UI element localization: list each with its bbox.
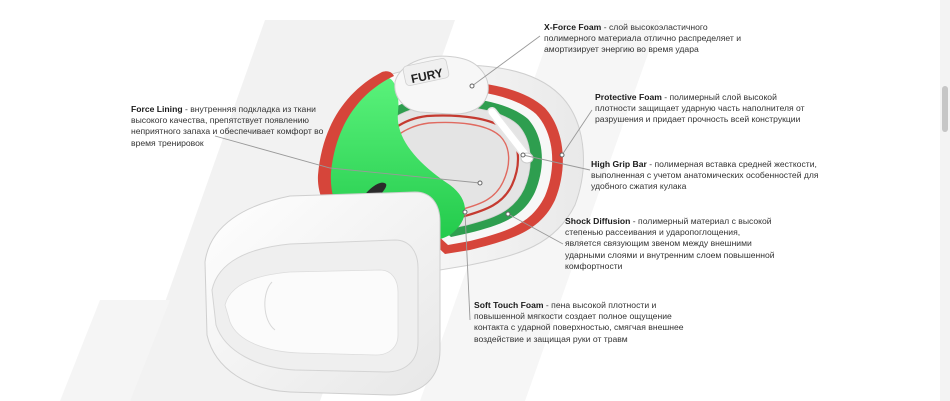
leader-highgrip	[522, 154, 591, 171]
callout-text: - полимерный материал с высокой степенью…	[565, 216, 775, 271]
lining-red-edge	[317, 71, 394, 222]
callout-force-lining: Force Lining - внутренняя подкладка из т…	[131, 104, 326, 149]
scrollbar-thumb[interactable]	[942, 86, 948, 132]
callout-text: - слой высокоэластичного полимерного мат…	[544, 22, 742, 55]
gray-inner-foam	[364, 105, 531, 229]
top-strap: FURY	[394, 55, 489, 115]
callout-shock-diffusion: Shock Diffusion - полимерный материал с …	[565, 216, 775, 272]
callout-text: - внутренняя подкладка из ткани высокого…	[131, 104, 324, 148]
callout-title: Force Lining	[131, 104, 183, 114]
callout-title: High Grip Bar	[591, 159, 647, 169]
callout-title: Shock Diffusion	[565, 216, 631, 226]
page-scrollbar[interactable]	[940, 0, 950, 401]
callout-protective-foam: Protective Foam - полимерный слой высоко…	[595, 92, 820, 126]
callout-title: Soft Touch Foam	[474, 300, 544, 310]
callout-soft-touch-foam: Soft Touch Foam - пена высокой плотности…	[474, 300, 706, 345]
callout-text: - полимерный слой высокой плотности защи…	[595, 92, 805, 125]
callout-high-grip-bar: High Grip Bar - полимерная вставка средн…	[591, 159, 826, 193]
callout-title: Protective Foam	[595, 92, 662, 102]
callout-text: - пена высокой плотности и повышенной мя…	[474, 300, 684, 344]
leader-softtouch	[464, 211, 471, 321]
brand-logo: FURY	[410, 66, 444, 86]
leader-shock	[507, 213, 564, 245]
leader-protective	[561, 109, 593, 156]
callout-title: X-Force Foam	[544, 22, 602, 32]
leader-forcelining	[214, 135, 481, 184]
glove-cuff	[204, 191, 441, 396]
callout-text: - полимерная вставка средней жесткости, …	[591, 159, 819, 192]
callout-xforce-foam: X-Force Foam - слой высокоэластичного по…	[544, 22, 749, 56]
high-grip-bar	[487, 107, 534, 164]
leader-lines	[214, 35, 593, 321]
leader-xforce	[471, 35, 541, 87]
